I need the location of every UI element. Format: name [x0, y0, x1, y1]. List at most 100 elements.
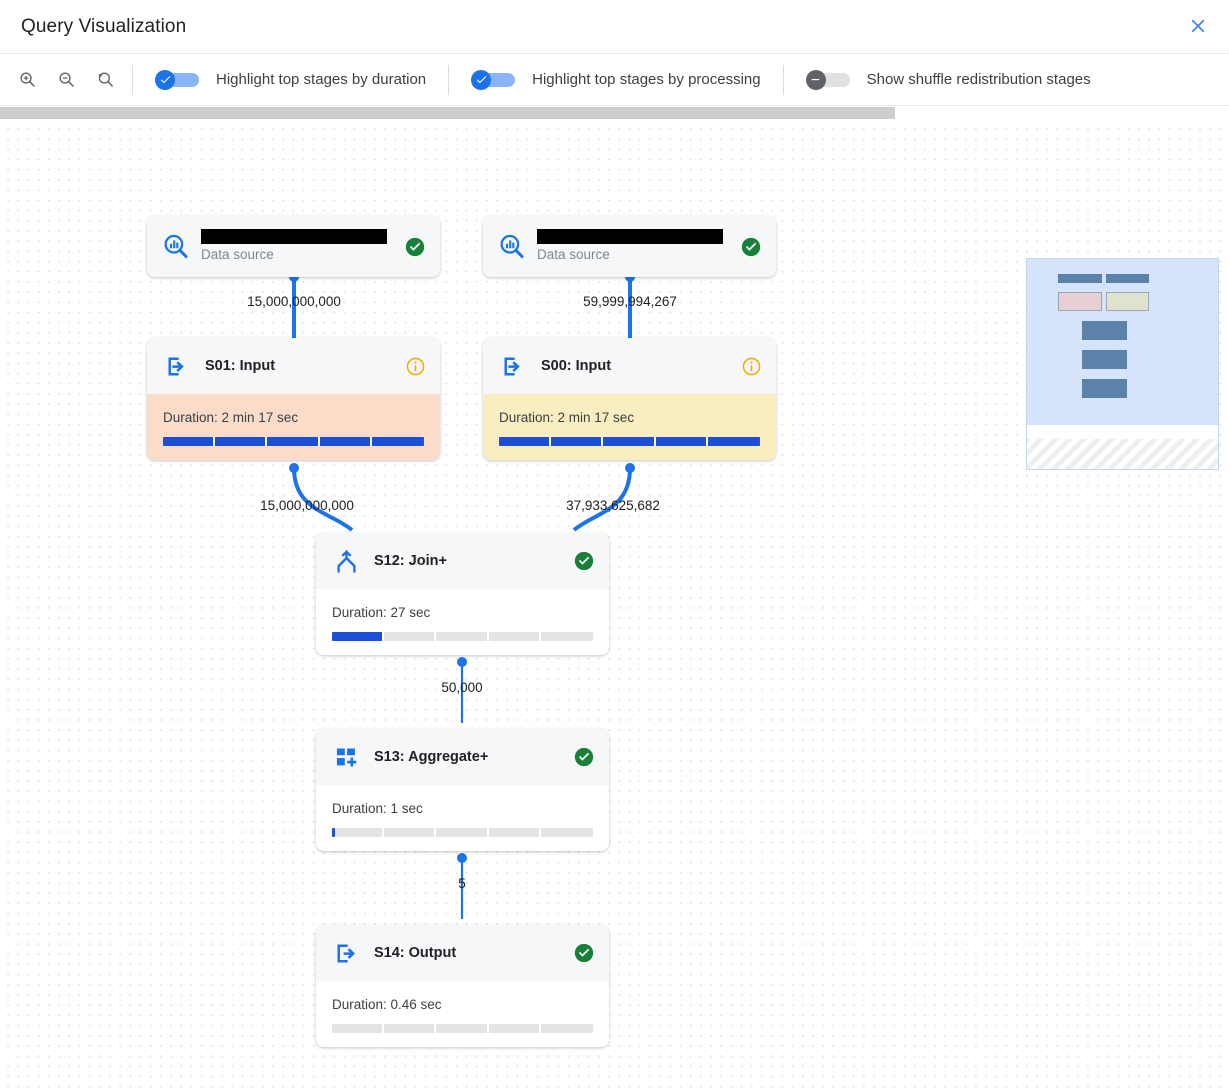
progress-bar-s12 [332, 632, 593, 641]
dialog-header: Query Visualization [0, 0, 1229, 53]
progress-fill [499, 437, 760, 446]
output-arrow-icon [332, 939, 360, 967]
duration-label-s12: Duration: 27 sec [332, 605, 431, 620]
node-body-s13: Duration: 1 sec [316, 785, 609, 851]
minimap-node-highlight-processing [1106, 292, 1149, 311]
progress-track [332, 828, 593, 837]
close-button[interactable] [1180, 8, 1216, 44]
duration-label-s14: Duration: 0.46 sec [332, 997, 442, 1012]
edge-label-s12-s13: 50,000 [441, 680, 483, 695]
edge-dot [457, 853, 467, 863]
data-source-subtitle: Data source [537, 247, 610, 262]
status-badge-success [573, 942, 595, 964]
toolbar-divider [448, 64, 450, 95]
node-body-s00: Duration: 2 min 17 sec [483, 394, 776, 460]
edge-label-s01-s12: 15,000,000,000 [260, 498, 354, 513]
duration-label-s01: Duration: 2 min 17 sec [163, 410, 299, 425]
node-title-s12: S12: Join+ [374, 553, 447, 569]
minimap-node-highlight-duration [1058, 292, 1102, 311]
zoom-out-icon [58, 72, 74, 87]
scrollbar-thumb[interactable] [0, 107, 895, 119]
switch-thumb [805, 69, 826, 90]
status-badge-info[interactable] [404, 355, 426, 377]
node-title-s01: S01: Input [205, 358, 276, 374]
edge-label-ds-right-s00: 59,999,994,267 [583, 294, 677, 309]
node-data-source-left[interactable]: Data source [147, 216, 440, 277]
toolbar-divider [782, 64, 784, 95]
switch-thumb [471, 69, 492, 90]
zoom-in-button[interactable] [14, 67, 40, 93]
progress-ticks [332, 632, 593, 641]
toggle-label-highlight-duration: Highlight top stages by duration [216, 71, 427, 88]
node-stage-s01[interactable]: S01: Input Duration: 2 min 17 sec [147, 338, 440, 460]
data-source-name-redacted [537, 229, 723, 244]
minimap-hatched-area [1027, 439, 1218, 469]
progress-bar-s00 [499, 437, 760, 446]
data-source-text: Data source [537, 229, 740, 264]
status-badge-success [573, 550, 595, 572]
progress-bar-s01 [163, 437, 424, 446]
switch-highlight-duration[interactable] [155, 69, 203, 90]
status-badge-success [740, 236, 762, 258]
progress-ticks [163, 437, 424, 446]
edge-dot [289, 463, 299, 473]
minimap-node [1082, 321, 1127, 340]
visualization-toolbar: Highlight top stages by duration Highlig… [0, 53, 1229, 106]
node-stage-s14[interactable]: S14: Output Duration: 0.46 sec [316, 925, 609, 1047]
minimap-node [1106, 274, 1149, 283]
status-badge-info[interactable] [740, 355, 762, 377]
aggregate-icon [332, 743, 360, 771]
horizontal-scrollbar[interactable] [0, 106, 1229, 120]
node-body-s01: Duration: 2 min 17 sec [147, 394, 440, 460]
progress-track [332, 632, 593, 641]
data-source-text: Data source [201, 229, 404, 264]
progress-track [332, 1024, 593, 1033]
minimap-viewport[interactable] [1027, 259, 1218, 425]
progress-bar-s13 [332, 828, 593, 837]
node-title-s13: S13: Aggregate+ [374, 749, 489, 765]
edge-label-ds-left-s01: 15,000,000,000 [247, 294, 341, 309]
progress-ticks [332, 1024, 593, 1033]
zoom-reset-icon [98, 72, 113, 87]
check-icon [476, 76, 487, 84]
toggle-highlight-processing[interactable]: Highlight top stages by processing [449, 69, 782, 90]
node-stage-s12[interactable]: S12: Join+ Duration: 27 sec [316, 533, 609, 655]
data-source-name-redacted [201, 229, 387, 244]
data-source-icon [497, 232, 527, 262]
edge-label-s13-s14: 5 [458, 876, 466, 891]
node-title-s00: S00: Input [541, 358, 612, 374]
progress-ticks [332, 828, 593, 837]
status-badge-success [573, 746, 595, 768]
zoom-reset-button[interactable] [92, 67, 118, 93]
switch-show-shuffle[interactable] [805, 69, 854, 90]
graph-canvas[interactable]: 15,000,000,000 59,999,994,267 15,000,000… [0, 120, 1229, 1090]
toolbar-divider [132, 64, 133, 95]
data-source-icon [161, 232, 191, 262]
toggle-label-highlight-processing: Highlight top stages by processing [532, 71, 761, 88]
node-stage-s00[interactable]: S00: Input Duration: 2 min 17 sec [483, 338, 776, 460]
minimap-node [1082, 379, 1127, 398]
check-icon [160, 76, 170, 84]
zoom-in-icon [19, 72, 35, 87]
node-stage-s13[interactable]: S13: Aggregate+ Duration: 1 sec [316, 729, 609, 851]
progress-ticks [499, 437, 760, 446]
progress-fill [163, 437, 424, 446]
status-badge-success [404, 236, 426, 258]
switch-highlight-processing[interactable] [471, 69, 519, 90]
close-icon [1191, 19, 1205, 33]
zoom-out-button[interactable] [53, 67, 79, 93]
minimap-node [1058, 274, 1102, 283]
zoom-controls [0, 67, 132, 93]
join-icon [332, 547, 360, 575]
minus-icon [811, 78, 820, 81]
input-arrow-icon [499, 352, 527, 380]
progress-fill [332, 632, 385, 641]
node-title-s14: S14: Output [374, 945, 457, 961]
progress-bar-s14 [332, 1024, 593, 1033]
edge-label-s00-s12: 37,933,625,682 [566, 498, 660, 513]
toggle-show-shuffle[interactable]: Show shuffle redistribution stages [784, 69, 1113, 90]
page-title: Query Visualization [21, 15, 187, 37]
node-data-source-right[interactable]: Data source [483, 216, 776, 277]
minimap[interactable] [1026, 258, 1219, 470]
toggle-highlight-duration[interactable]: Highlight top stages by duration [133, 69, 448, 90]
